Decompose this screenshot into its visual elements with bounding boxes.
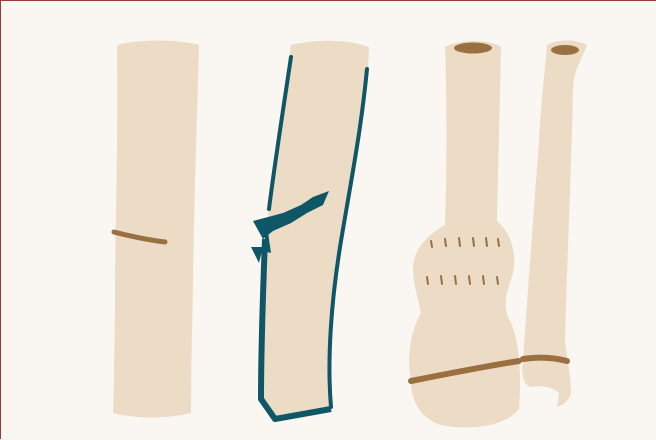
small-bone-marrow [551, 45, 579, 55]
panel-comminuted-fracture [251, 41, 369, 421]
small-bone [522, 41, 587, 408]
large-bone-marrow [454, 43, 492, 54]
panel-paired-bone-fracture [409, 41, 587, 428]
fracture-line-small-bone [523, 358, 567, 361]
bone-shaft-outlined [259, 41, 369, 421]
panel-transverse-fracture [113, 41, 199, 418]
bone-shaft [113, 41, 199, 418]
